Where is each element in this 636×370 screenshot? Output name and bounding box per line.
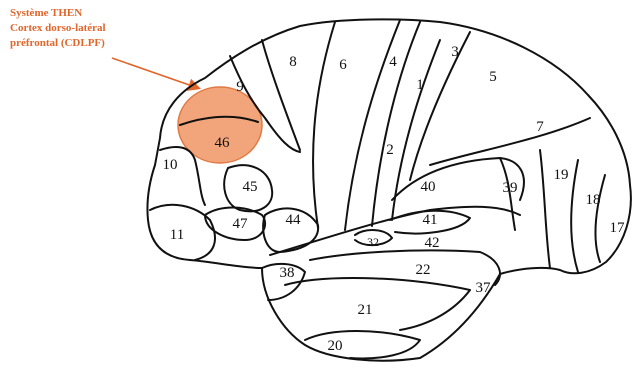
border-6-4	[312, 21, 336, 229]
area-label-39: 39	[503, 180, 518, 196]
area-label-46: 46	[215, 135, 231, 151]
border-8-6	[261, 39, 301, 151]
area-label-17: 17	[610, 220, 626, 236]
area-label-6: 6	[339, 57, 347, 73]
area-label-40: 40	[421, 179, 436, 195]
area-label-3: 3	[451, 44, 459, 60]
area-label-2: 2	[386, 142, 394, 158]
callout-line-2: Cortex dorso-latéral	[10, 22, 106, 34]
area-label-37: 37	[476, 280, 492, 296]
border-19	[539, 149, 551, 269]
area-label-9: 9	[236, 79, 244, 95]
area-label-44: 44	[286, 212, 302, 228]
border-22	[309, 249, 501, 286]
border-39	[499, 157, 516, 231]
area-label-1: 1	[416, 77, 424, 93]
cdlpf-callout: Système THEN Cortex dorso-latéral préfro…	[10, 6, 180, 51]
area-label-4: 4	[389, 54, 397, 70]
area-label-7: 7	[536, 119, 544, 135]
callout-arrow	[111, 57, 202, 91]
border-32	[354, 229, 393, 246]
area-label-8: 8	[289, 54, 297, 70]
area-label-38: 38	[280, 265, 295, 281]
area-label-5: 5	[489, 69, 497, 85]
area-label-47: 47	[233, 216, 249, 232]
border-3-5	[409, 31, 471, 181]
area-label-41: 41	[423, 212, 438, 228]
border-45	[223, 164, 274, 213]
area-label-10: 10	[163, 157, 178, 173]
area-label-42: 42	[425, 235, 440, 251]
border-10	[159, 146, 206, 206]
area-label-32: 32	[367, 235, 379, 249]
dlpfc-highlight	[177, 86, 263, 164]
brain-outline	[146, 18, 632, 362]
border-17	[594, 174, 606, 263]
area-label-45: 45	[243, 179, 258, 195]
border-20	[304, 330, 421, 360]
callout-line-3: préfrontal (CDLPF)	[10, 37, 105, 49]
area-label-19: 19	[554, 167, 569, 183]
border-21	[284, 277, 471, 331]
area-label-20: 20	[328, 338, 343, 354]
border-18	[570, 159, 579, 273]
area-labels: 1 2 3 4 5 6 7 8 9 10 11 17 18 19 20 21 2…	[163, 44, 626, 354]
border-9-8	[229, 55, 301, 153]
border-40	[391, 157, 525, 201]
border-11	[149, 203, 216, 261]
area-label-21: 21	[358, 302, 373, 318]
border-5-7	[429, 117, 591, 166]
area-label-22: 22	[416, 262, 431, 278]
callout-line-1: Système THEN	[10, 7, 83, 19]
area-label-18: 18	[586, 192, 601, 208]
border-central	[371, 21, 421, 227]
border-38	[261, 262, 306, 301]
area-label-11: 11	[170, 227, 184, 243]
border-4-1	[344, 19, 401, 231]
border-46-upper	[179, 115, 259, 126]
border-41-42	[389, 209, 471, 235]
